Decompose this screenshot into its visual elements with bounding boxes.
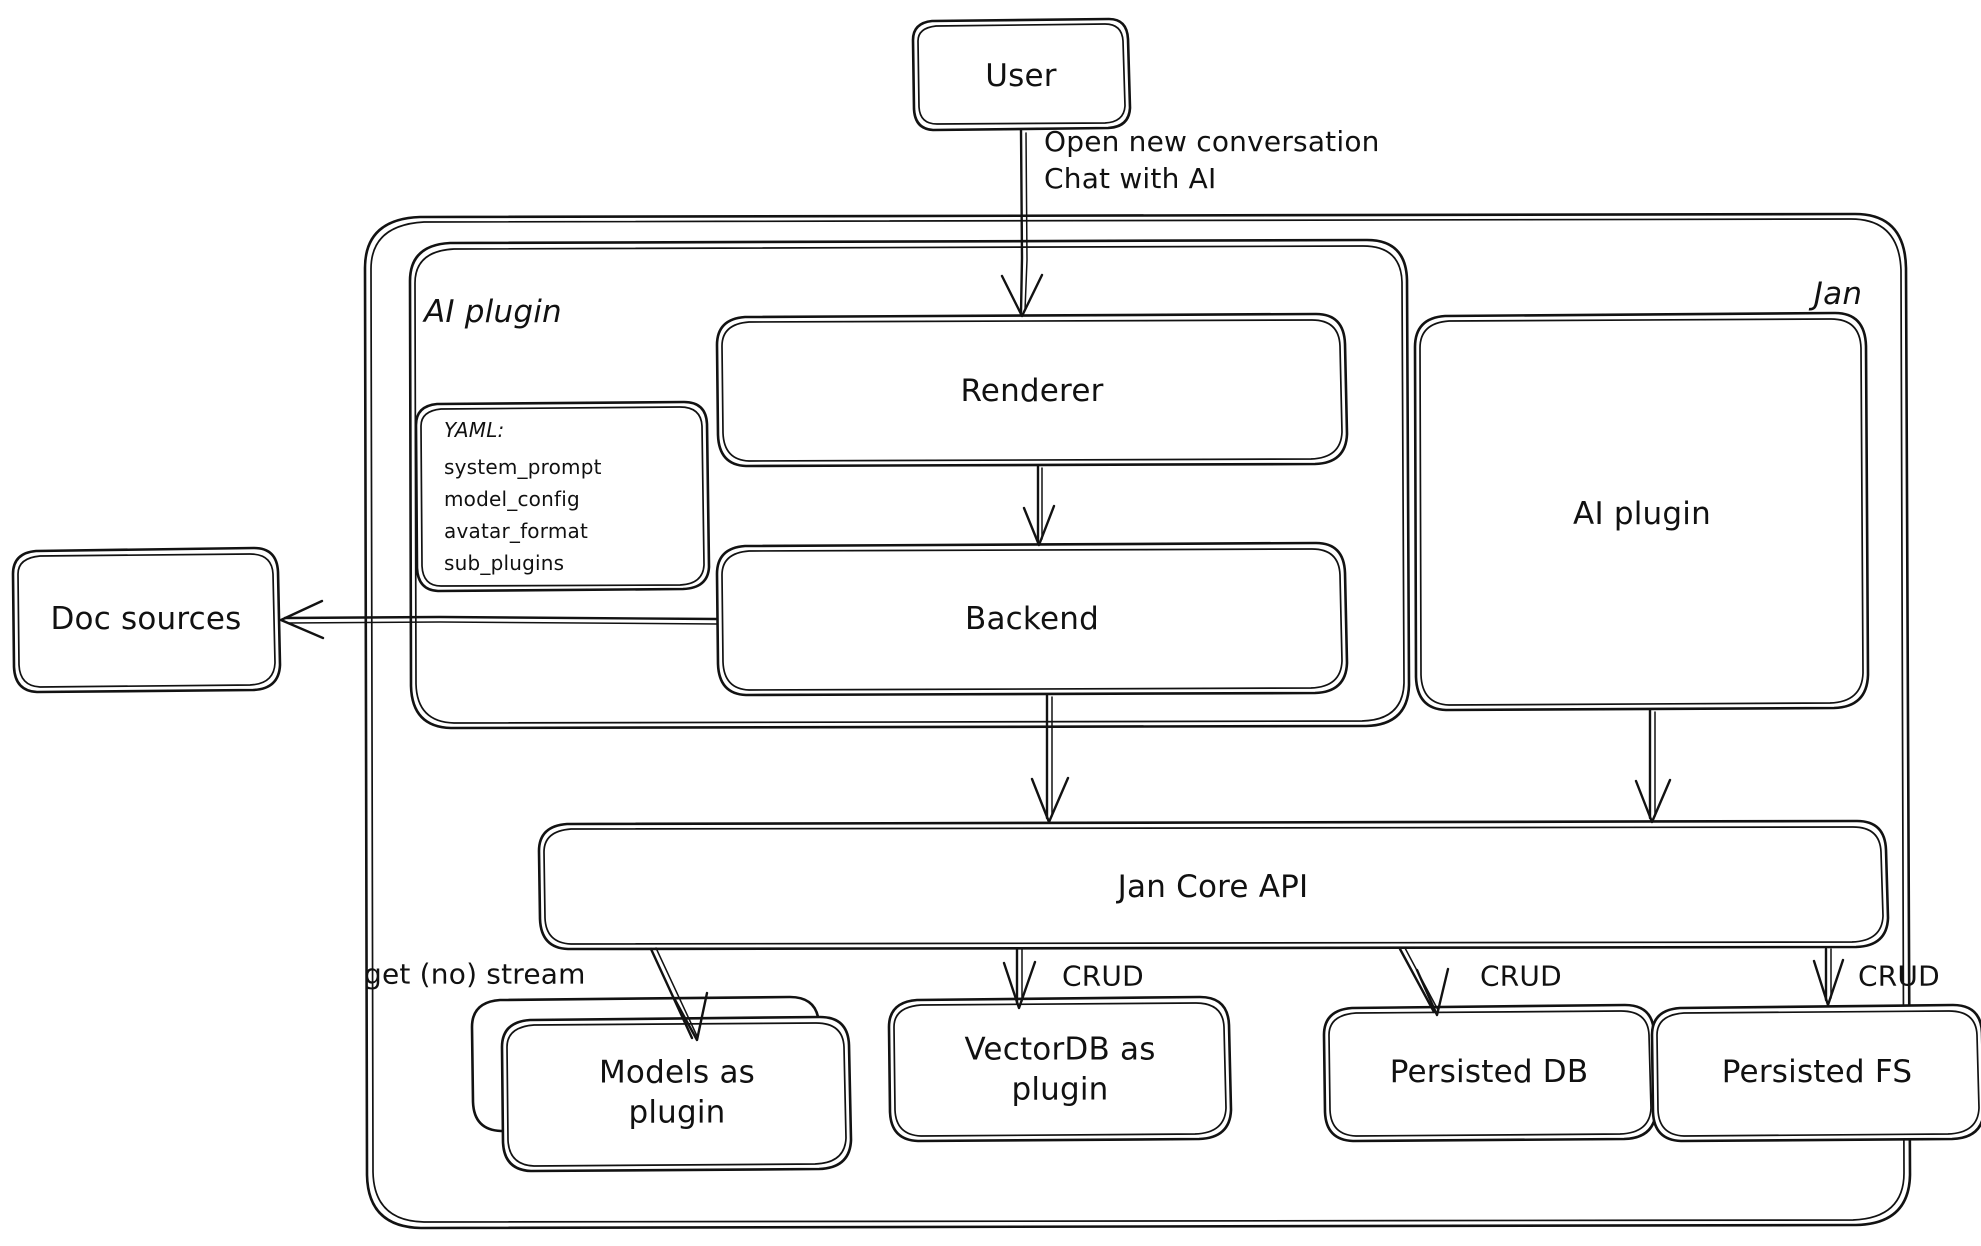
user-box-label: User	[985, 58, 1057, 95]
vectordb-plugin-box-shape	[887, 995, 1233, 1143]
edge-user-to-renderer	[1000, 128, 1044, 318]
edge-label-core-to-models: get (no) stream	[364, 957, 586, 991]
edge-label-user-to-renderer: Open new conversation Chat with AI	[1044, 125, 1380, 195]
models-plugin-box-label: Models as plugin	[598, 1054, 756, 1131]
ai-plugin-box-label: AI plugin	[1573, 496, 1711, 533]
user-box-shape	[911, 17, 1132, 132]
jan-core-api-box-label: Jan Core API	[1117, 869, 1309, 906]
persisted-db-box-label: Persisted DB	[1389, 1054, 1589, 1091]
renderer-box-shape	[715, 312, 1349, 468]
persisted-fs-box-shape	[1650, 1003, 1981, 1143]
persisted-db-box-shape	[1322, 1003, 1658, 1143]
yaml-note-header: YAML:	[444, 418, 505, 442]
renderer-box-label: Renderer	[960, 373, 1104, 410]
edge-backend-to-core	[1030, 693, 1070, 824]
edge-label-core-to-vectordb: CRUD	[1062, 959, 1144, 993]
jan-container-label: Jan	[1813, 276, 1863, 313]
edge-label-core-to-persisted-fs: CRUD	[1858, 959, 1940, 993]
ai-plugin-box-shape	[1413, 311, 1870, 712]
edge-label-core-to-persisted-db: CRUD	[1480, 959, 1562, 993]
yaml-note-line-0: system_prompt	[444, 455, 602, 479]
edge-renderer-to-backend	[1022, 464, 1056, 547]
edge-ai-plugin-to-core	[1634, 708, 1672, 824]
edge-core-to-persisted-fs	[1812, 947, 1845, 1007]
ai-plugin-group-label: AI plugin	[424, 294, 562, 331]
jan-core-api-box-shape	[537, 819, 1890, 951]
doc-sources-box-label: Doc sources	[50, 601, 242, 638]
backend-box-label: Backend	[965, 601, 1099, 638]
yaml-note-box-shape	[414, 400, 711, 593]
backend-box-shape	[715, 541, 1349, 697]
edge-backend-to-doc-sources	[279, 599, 719, 640]
doc-sources-box-shape	[11, 546, 282, 694]
edge-core-to-vectordb	[1002, 947, 1037, 1010]
yaml-note-line-1: model_config	[444, 487, 580, 511]
vectordb-plugin-box-label: VectorDB as plugin	[964, 1031, 1156, 1108]
persisted-fs-box-label: Persisted FS	[1721, 1054, 1913, 1091]
yaml-note-line-3: sub_plugins	[444, 551, 565, 575]
edge-core-to-models	[649, 947, 709, 1042]
models-plugin-front-box-shape	[500, 1015, 853, 1173]
edge-core-to-persisted-db	[1398, 947, 1450, 1017]
yaml-note-line-2: avatar_format	[444, 519, 588, 543]
